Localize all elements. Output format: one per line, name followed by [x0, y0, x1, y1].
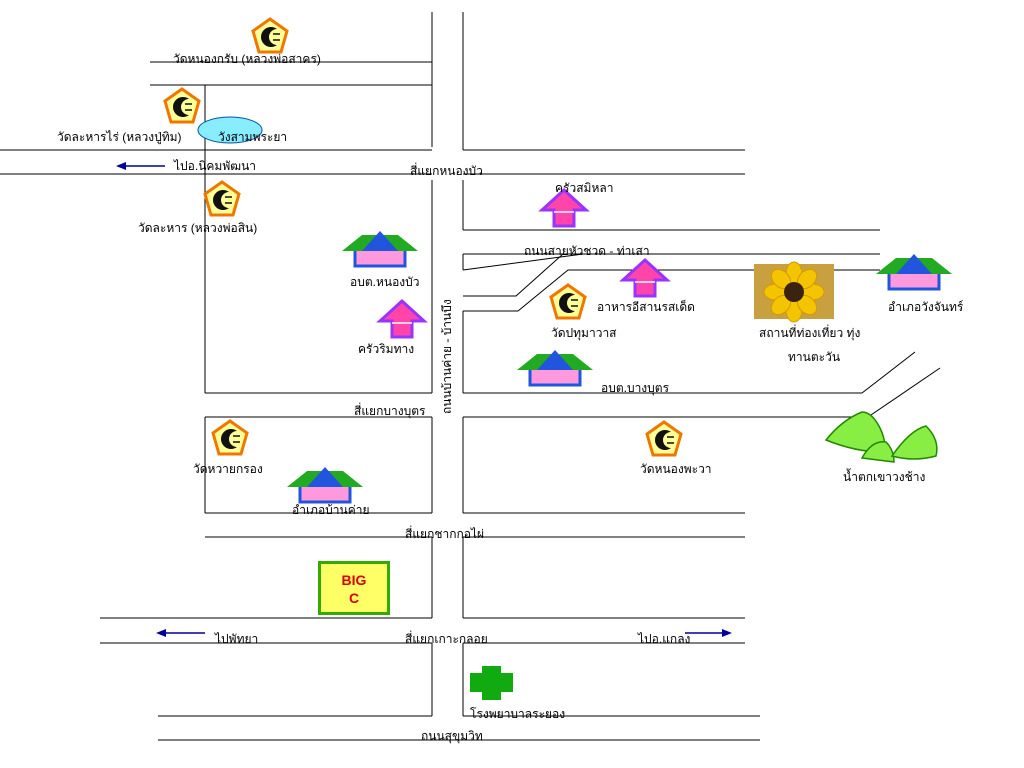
sunflower-icon	[754, 261, 834, 323]
road-network	[0, 12, 941, 741]
label-junction-chak-kho-phai: สี่แยกชากกอไผ่	[405, 527, 485, 541]
restaurant-icon	[378, 299, 426, 339]
lake-icon	[197, 116, 263, 144]
arrow-right-icon	[685, 629, 732, 637]
label-wang-sam-phraya: วังสามพระยา	[218, 130, 288, 144]
label-sunflower-line1: สถานที่ท่องเที่ยว ทุ่ง	[759, 326, 861, 340]
label-to-nikhom: ไปอ.นิคมพัฒนา	[174, 159, 257, 173]
arrow-left-icon	[116, 162, 165, 170]
label-wat-pathum: วัดปทุมาวาส	[551, 326, 617, 340]
office-icon	[515, 348, 595, 387]
temple-icon	[203, 180, 241, 217]
restaurant-icon	[540, 188, 588, 228]
label-rayong-hospital: โรงพยาบาลระยอง	[470, 707, 566, 721]
hospital-cross-icon	[470, 666, 513, 700]
label-road-huachot: ถนนสายหัวชวด - ท่าเสา	[524, 244, 650, 258]
label-sukhumvit-road: ถนนสุขุมวิท	[421, 729, 483, 743]
big-c-store: BIG C	[318, 561, 390, 615]
label-wang-chan-district: อำเภอวังจันทร์	[888, 300, 964, 314]
label-khrua-samila: ครัวสมิหลา	[555, 181, 614, 195]
label-junction-nong-bua: สี่แยกหนองบัว	[410, 164, 483, 178]
label-wat-nong-phawa: วัดหนองพะวา	[640, 462, 712, 476]
label-wat-wai-krong: วัดหวายกรอง	[193, 462, 263, 476]
big-c-line1: BIG	[341, 572, 367, 588]
label-to-pattaya: ไปพัทยา	[215, 632, 259, 646]
hill-icon	[824, 411, 938, 463]
temple-icon	[549, 283, 587, 320]
label-obt-nong-bua: อบต.หนองบัว	[350, 275, 420, 289]
office-icon	[340, 229, 420, 268]
label-wat-nong-krab: วัดหนองกรับ (หลวงพ่อสาคร)	[173, 52, 321, 66]
label-ban-khai-district: อำเภอบ้านค่าย	[292, 503, 370, 517]
label-isan-food: อาหารอีสานรสเด็ด	[597, 300, 695, 314]
label-road-ban-khai: ถนนบ้านค่าย - บ้านบึง	[440, 299, 454, 414]
label-to-klaeng: ไปอ.แกลง	[638, 632, 691, 646]
label-wat-lahan-rai: วัดละหารไร่ (หลวงปู่ทิม)	[57, 130, 182, 144]
temple-icon	[251, 17, 289, 54]
label-khrua-rim-thang: ครัวริมทาง	[358, 342, 415, 356]
label-junction-bang-but: สี่แยกบางบุตร	[354, 404, 426, 418]
office-icon	[874, 252, 954, 291]
label-wat-lahan: วัดละหาร (หลวงพ่อสิน)	[138, 221, 258, 235]
label-obt-bang-but: อบต.บางบุตร	[601, 381, 670, 395]
label-junction-ko-kloi: สี่แยกเกาะกลอย	[405, 632, 488, 646]
label-waterfall: น้ำตกเขาวงช้าง	[843, 470, 926, 484]
label-sunflower-line2: ทานตะวัน	[788, 350, 841, 364]
big-c-line2: C	[348, 590, 360, 606]
office-icon	[285, 465, 365, 504]
arrow-left-icon	[156, 629, 205, 637]
restaurant-icon	[621, 258, 669, 298]
temple-icon	[645, 420, 683, 457]
temple-icon	[163, 87, 201, 124]
temple-icon	[211, 419, 249, 456]
